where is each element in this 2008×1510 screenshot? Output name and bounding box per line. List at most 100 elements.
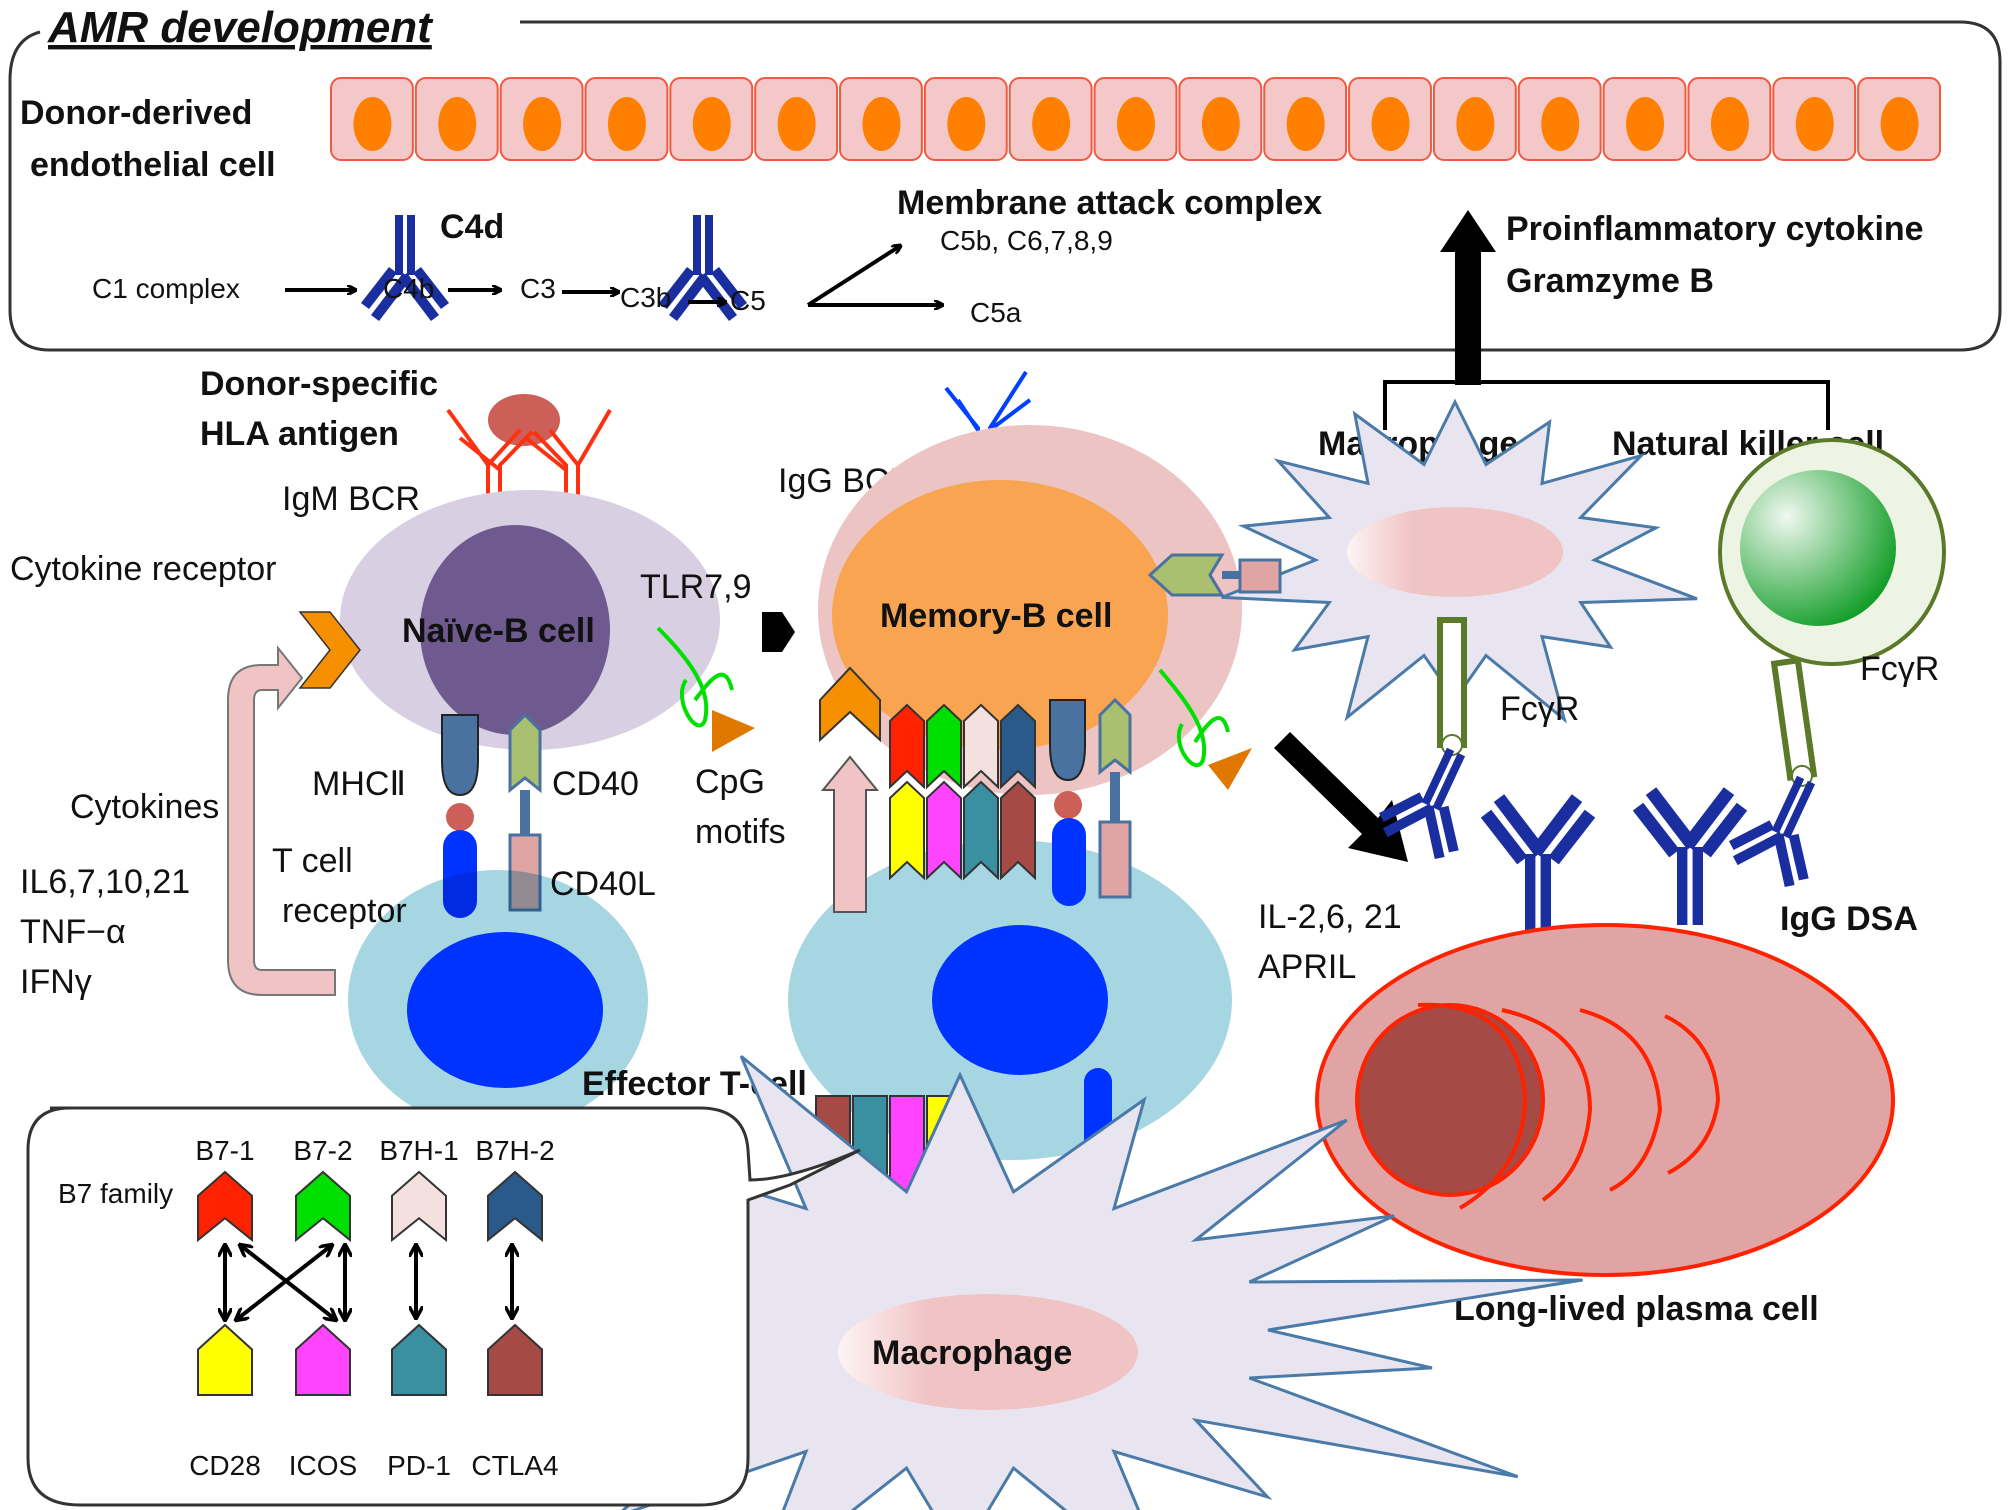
b7-ligand-label: B7H-2 bbox=[475, 1135, 554, 1166]
b7-ligand-label: B7H-1 bbox=[379, 1135, 458, 1166]
endothelial-nucleus bbox=[1201, 97, 1240, 151]
b7-receptor-column bbox=[889, 780, 1036, 881]
cascade-c4b: C4b bbox=[383, 273, 434, 304]
igm-bcr bbox=[446, 408, 612, 520]
proinflammatory-label: Proinflammatory cytokine bbox=[1506, 210, 1924, 248]
effector-cells-group: Macrophage Natural killer cell FcγR FcγR… bbox=[1147, 398, 1946, 1328]
naive-b-nucleus bbox=[420, 525, 610, 735]
cpg-memory-icon bbox=[1208, 748, 1252, 790]
cytokine-feedback-arrow bbox=[227, 645, 336, 996]
macrophage-bottom-label: Macrophage bbox=[872, 1334, 1072, 1372]
cascade-c3b: C3b bbox=[620, 282, 671, 313]
cd40-icon bbox=[508, 712, 542, 794]
igg-dsa-label: IgG DSA bbox=[1780, 900, 1918, 938]
b7-receptor-list: CD28 ICOS PD-1 CTLA4 bbox=[189, 1323, 559, 1481]
synapse-ligand-b7-1 bbox=[889, 703, 925, 790]
b7-receptor-cd28 bbox=[197, 1323, 253, 1396]
antigen-label-line2: HLA antigen bbox=[200, 415, 399, 453]
fc-binding-link bbox=[1147, 553, 1282, 597]
igm-label: IgM BCR bbox=[282, 480, 420, 518]
synapse-ligand-b7h-1 bbox=[963, 703, 999, 790]
nk-cell-nucleus bbox=[1740, 470, 1896, 626]
antigen-peptide-memory bbox=[1054, 791, 1082, 819]
synapse-ligand-b7-2 bbox=[926, 703, 962, 790]
b7-ligand-column bbox=[889, 703, 1036, 790]
b7-receptor-ctla4 bbox=[487, 1323, 543, 1396]
plasma-cell-nucleus bbox=[1355, 1003, 1545, 1197]
endothelial-nucleus bbox=[1880, 97, 1919, 151]
endothelial-nucleus bbox=[438, 97, 477, 151]
b7-receptor-label: CD28 bbox=[189, 1450, 261, 1481]
cascade-c5b: C5b, C6,7,8,9 bbox=[940, 225, 1113, 256]
endothelial-nucleus bbox=[1795, 97, 1834, 151]
b7-receptor-label: CTLA4 bbox=[471, 1450, 558, 1481]
endothelial-nucleus bbox=[1626, 97, 1665, 151]
endothelial-nucleus bbox=[353, 97, 392, 151]
synapse-receptor-pd-1 bbox=[963, 780, 999, 881]
cascade-c3: C3 bbox=[520, 273, 556, 304]
mhc2-icon bbox=[441, 714, 479, 797]
endothelial-nucleus bbox=[523, 97, 562, 151]
cascade-c5: C5 bbox=[730, 285, 766, 316]
endothelial-nucleus bbox=[692, 97, 731, 151]
synapse-receptor-ctla4 bbox=[1000, 780, 1036, 881]
cytokine-receptor-memory bbox=[819, 666, 881, 743]
c4d-antibody-1 bbox=[361, 215, 449, 321]
fcgr-antibody-nk bbox=[1721, 761, 1846, 895]
endothelial-nucleus bbox=[1710, 97, 1749, 151]
mac-label: Membrane attack complex bbox=[897, 184, 1322, 222]
cpg-motif-icon bbox=[712, 710, 755, 752]
page-title: AMR development bbox=[47, 3, 434, 52]
synapse-receptor-cd28 bbox=[889, 780, 925, 881]
endothelial-nucleus bbox=[1456, 97, 1495, 151]
endothelial-nucleus bbox=[862, 97, 901, 151]
macrophage-label: Macrophage bbox=[1318, 425, 1518, 463]
endothelial-nucleus bbox=[1371, 97, 1410, 151]
b7-ligand-label: B7-2 bbox=[293, 1135, 352, 1166]
cd40l-memory-icon bbox=[1098, 820, 1132, 899]
cascade-c1: C1 complex bbox=[92, 273, 240, 304]
endothelial-nucleus bbox=[777, 97, 816, 151]
b7-receptor-label: PD-1 bbox=[387, 1450, 451, 1481]
tlr-memory-icon bbox=[1158, 668, 1230, 768]
endothelial-nucleus bbox=[1286, 97, 1325, 151]
tlr-icon bbox=[656, 626, 734, 728]
synapse-receptor-icos bbox=[926, 780, 962, 881]
b7-receptor-label: ICOS bbox=[289, 1450, 357, 1481]
endothelial-cell-layer bbox=[330, 77, 1941, 161]
naive-b-cell-group: Donor-specific HLA antigen IgM BCR Naïve… bbox=[10, 365, 795, 1130]
t-cell-center-nucleus bbox=[932, 925, 1108, 1075]
endothelial-nucleus bbox=[1541, 97, 1580, 151]
fcgr-label-macrophage: FcγR bbox=[1500, 690, 1579, 728]
fcgr-macrophage bbox=[1437, 617, 1467, 756]
tlr-label: TLR7,9 bbox=[640, 568, 752, 606]
b7-ligand-b7-1 bbox=[197, 1170, 253, 1243]
naive-b-label: Naïve-B cell bbox=[402, 612, 595, 650]
il-label-1: IL-2,6, 21 bbox=[1258, 898, 1402, 936]
endothelium-label-line1: Donor-derived bbox=[20, 94, 252, 132]
macrophage-right-nucleus bbox=[1347, 507, 1563, 597]
cpg-label-line1: CpG bbox=[695, 763, 765, 801]
cascade-c5a: C5a bbox=[970, 297, 1022, 328]
endothelial-nucleus bbox=[947, 97, 986, 151]
b7-receptor-icos bbox=[295, 1323, 351, 1396]
b7-family-label: B7 family bbox=[58, 1178, 173, 1209]
igg-dsa-antibody-2 bbox=[1632, 787, 1748, 925]
b7-ligand-b7h-1 bbox=[391, 1170, 447, 1243]
plasma-cell-label: Long-lived plasma cell bbox=[1454, 1290, 1819, 1328]
arrow-c5-c5b bbox=[806, 246, 900, 307]
plasma-differentiation-arrow bbox=[1270, 732, 1408, 862]
il-label-2: APRIL bbox=[1258, 948, 1356, 986]
synapse-ligand-b7h-2 bbox=[1000, 703, 1036, 790]
endothelium-label-line2: endothelial cell bbox=[30, 146, 276, 184]
b7-ligand-b7h-2 bbox=[487, 1170, 543, 1243]
cytokine-item-2: TNF−α bbox=[20, 913, 126, 951]
b7-ligand-b7-2 bbox=[295, 1170, 351, 1243]
cd40-memory-icon bbox=[1098, 697, 1132, 776]
cd40-label: CD40 bbox=[552, 765, 639, 803]
progression-arrow bbox=[762, 612, 795, 652]
plasma-cell-er bbox=[1417, 1002, 1721, 1210]
macrophage-bottom-nucleus bbox=[838, 1294, 1138, 1410]
